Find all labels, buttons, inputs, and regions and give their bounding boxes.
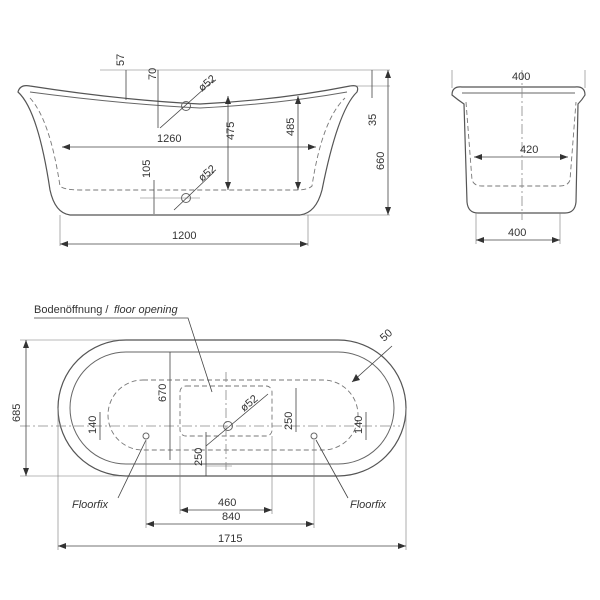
leader-plan-52 [205,393,269,447]
dim-670: 670 [157,384,169,402]
dim-140l: 140 [87,416,99,434]
dim-57: 57 [115,54,127,66]
dim-400bottom: 400 [508,227,526,239]
arrow-475-top [225,96,231,104]
arrow-475-bottom [225,182,231,190]
side-rim-inner [29,91,348,109]
dim-105: 105 [141,160,153,178]
dim-840: 840 [222,511,240,523]
dim-70: 70 [147,68,159,80]
dim-460: 460 [218,497,236,509]
arrow-460-right [264,507,272,513]
arrow-1260-left [62,144,70,150]
arrow-420-left [474,154,482,160]
dim-250b: 250 [193,448,205,466]
dim-1260: 1260 [157,133,181,145]
plan-view: ø52 Bodenöffnung / floor opening 685 670… [11,304,407,550]
plan-basin-dashed [107,379,359,451]
leader-52a [159,79,215,129]
plan-inner-rim [69,351,395,465]
arrow-1260-right [308,144,316,150]
dim-35: 35 [367,114,379,126]
dim-line-50 [351,345,393,383]
floorfix-right-label: Floorfix [350,499,387,511]
arrow-50 [352,374,360,382]
end-view: 400 420 400 [451,70,586,244]
dim-1715: 1715 [218,533,242,545]
dim-685: 685 [11,404,23,422]
drain-hole [181,193,191,203]
dim-140r: 140 [353,416,365,434]
arrow-1715-left [58,543,66,549]
plan-drain-hole [223,421,233,431]
arrow-400b-right [552,237,560,243]
leader-52b [173,171,215,211]
dim-50: 50 [378,327,395,344]
arrow-1200-right [300,241,308,247]
dim-475: 475 [225,122,237,140]
dim-400top: 400 [512,71,530,83]
arrow-685-bottom [23,468,29,476]
floorfix-left-label: Floorfix [72,499,109,511]
overflow-hole [181,101,191,111]
dim-660: 660 [375,152,387,170]
arrow-400b-left [476,237,484,243]
arrow-685-top [23,340,29,348]
side-view: 57 70 ø52 1260 475 485 35 660 10 [17,54,391,247]
arrow-660-bottom [385,207,391,215]
side-tub-outline [17,85,359,216]
plan-outer-rim [57,339,407,477]
end-tub-outline [451,86,586,214]
arrow-840-left [146,521,154,527]
arrow-420-right [560,154,568,160]
arrow-460-left [180,507,188,513]
arrow-660-top [385,70,391,78]
side-inner-dashed [29,97,346,191]
dim-485: 485 [285,118,297,136]
dim-52b: ø52 [196,163,218,184]
floorfix-left-point [142,432,150,440]
floorfix-left-leader [117,439,147,499]
dim-plan-52: ø52 [238,393,260,414]
arrow-485-bottom [295,182,301,190]
floor-opening-leader [34,317,213,393]
arrow-840-right [306,521,314,527]
floorfix-right-point [310,432,318,440]
arrow-485-top [295,96,301,104]
arrow-1715-right [398,543,406,549]
end-inner-dashed [465,101,577,187]
dim-52a: ø52 [196,73,218,94]
arrow-1200-left [60,241,68,247]
floorfix-right-leader [315,439,349,499]
dim-420: 420 [520,144,538,156]
floor-opening-label-de: Bodenöffnung / [34,304,109,316]
dim-1200: 1200 [172,230,196,242]
dim-250a: 250 [283,412,295,430]
floor-opening-label-en: floor opening [114,304,178,316]
